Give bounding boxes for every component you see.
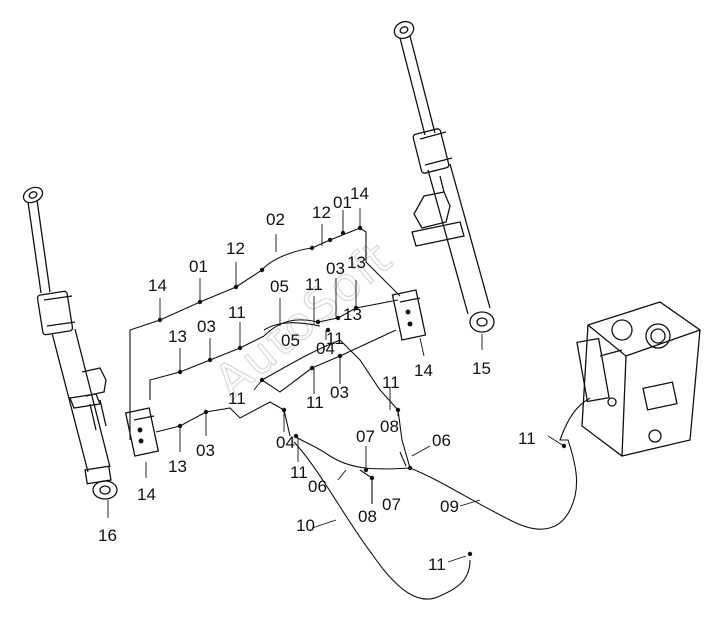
callout-11: 11 [228,389,246,408]
callout-11: 11 [305,275,323,294]
callout-14: 14 [414,361,433,380]
callout-11: 11 [326,329,344,348]
callout-11: 11 [290,463,308,482]
callout-06: 06 [432,431,451,450]
callout-13: 13 [168,327,187,346]
callout-06: 06 [308,477,327,496]
callout-15: 15 [472,359,491,378]
callout-14: 14 [148,276,167,295]
valve-block-left[interactable] [124,407,160,457]
leader-lines [107,208,565,563]
callout-03: 03 [197,317,216,336]
callout-11: 11 [428,555,446,574]
callout-12: 12 [312,203,331,222]
callout-05: 05 [270,277,289,296]
left-cylinder[interactable] [21,184,118,500]
callout-11: 11 [518,429,536,448]
callout-labels: 16 15 14 14 14 14 01 01 12 12 02 13 13 1… [98,184,536,574]
callout-11: 11 [228,303,246,322]
valve-block-right[interactable] [391,289,427,341]
callout-01: 01 [189,257,208,276]
callout-13: 13 [343,305,362,324]
callout-01: 01 [333,193,352,212]
right-cylinder[interactable] [392,19,495,333]
hose-lines [129,227,591,600]
callout-08: 08 [380,417,399,436]
callout-04: 04 [276,433,295,452]
callout-04: 04 [316,339,335,358]
callout-02: 02 [266,210,285,229]
callout-13: 13 [347,253,366,272]
callout-03: 03 [330,383,349,402]
callout-08: 08 [358,507,377,526]
callout-14: 14 [137,485,156,504]
callout-14: 14 [350,184,369,203]
callout-12: 12 [226,239,245,258]
callout-05: 05 [281,331,300,350]
callout-11: 11 [306,393,324,412]
callout-16: 16 [98,526,117,545]
callout-13: 13 [168,457,187,476]
callout-03: 03 [196,441,215,460]
callout-07: 07 [356,427,375,446]
callout-11: 11 [382,373,400,392]
callout-03: 03 [326,259,345,278]
callout-07: 07 [382,495,401,514]
callout-10: 10 [296,516,315,535]
callout-09: 09 [440,497,459,516]
hydraulic-tank[interactable] [576,301,701,457]
